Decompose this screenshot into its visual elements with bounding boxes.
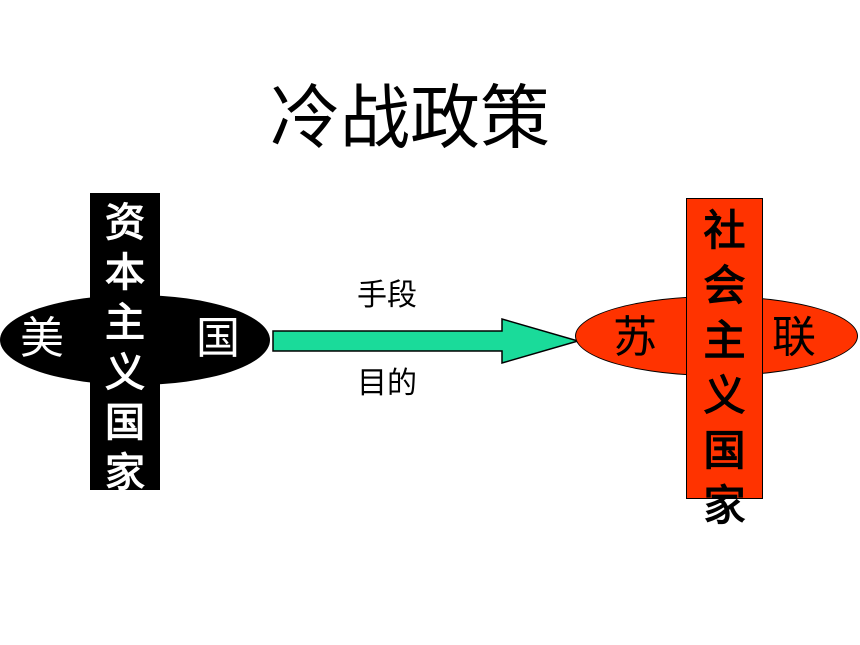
socialist-char: 主 xyxy=(703,316,746,365)
arrow-label-means: 手段 xyxy=(357,278,417,313)
capitalist-char: 家 xyxy=(105,450,145,496)
ussr-label-left: 苏 xyxy=(613,312,657,363)
ussr-label-right: 联 xyxy=(772,312,816,363)
slide-title: 冷战政策 xyxy=(270,77,550,159)
usa-label-right: 国 xyxy=(196,313,240,364)
policy-arrow xyxy=(272,318,581,364)
capitalist-bar xyxy=(90,193,160,490)
socialist-vertical-label: 社 会 主 义 国 家 xyxy=(686,203,763,533)
capitalist-char: 本 xyxy=(105,250,145,296)
socialist-bar xyxy=(686,198,763,499)
capitalist-char: 义 xyxy=(105,350,145,396)
socialist-char: 家 xyxy=(703,481,746,530)
socialist-char: 义 xyxy=(703,371,746,420)
socialist-char: 会 xyxy=(703,261,746,310)
capitalist-char: 国 xyxy=(105,400,145,446)
usa-label-left: 美 xyxy=(20,313,64,364)
arrow-label-goal: 目的 xyxy=(357,366,417,401)
socialist-char: 社 xyxy=(703,206,746,255)
capitalist-vertical-label: 资 本 主 义 国 家 xyxy=(90,198,160,498)
capitalist-char: 资 xyxy=(105,200,145,246)
arrow-shape xyxy=(272,318,581,364)
capitalist-char: 主 xyxy=(105,300,145,346)
socialist-char: 国 xyxy=(703,426,746,475)
